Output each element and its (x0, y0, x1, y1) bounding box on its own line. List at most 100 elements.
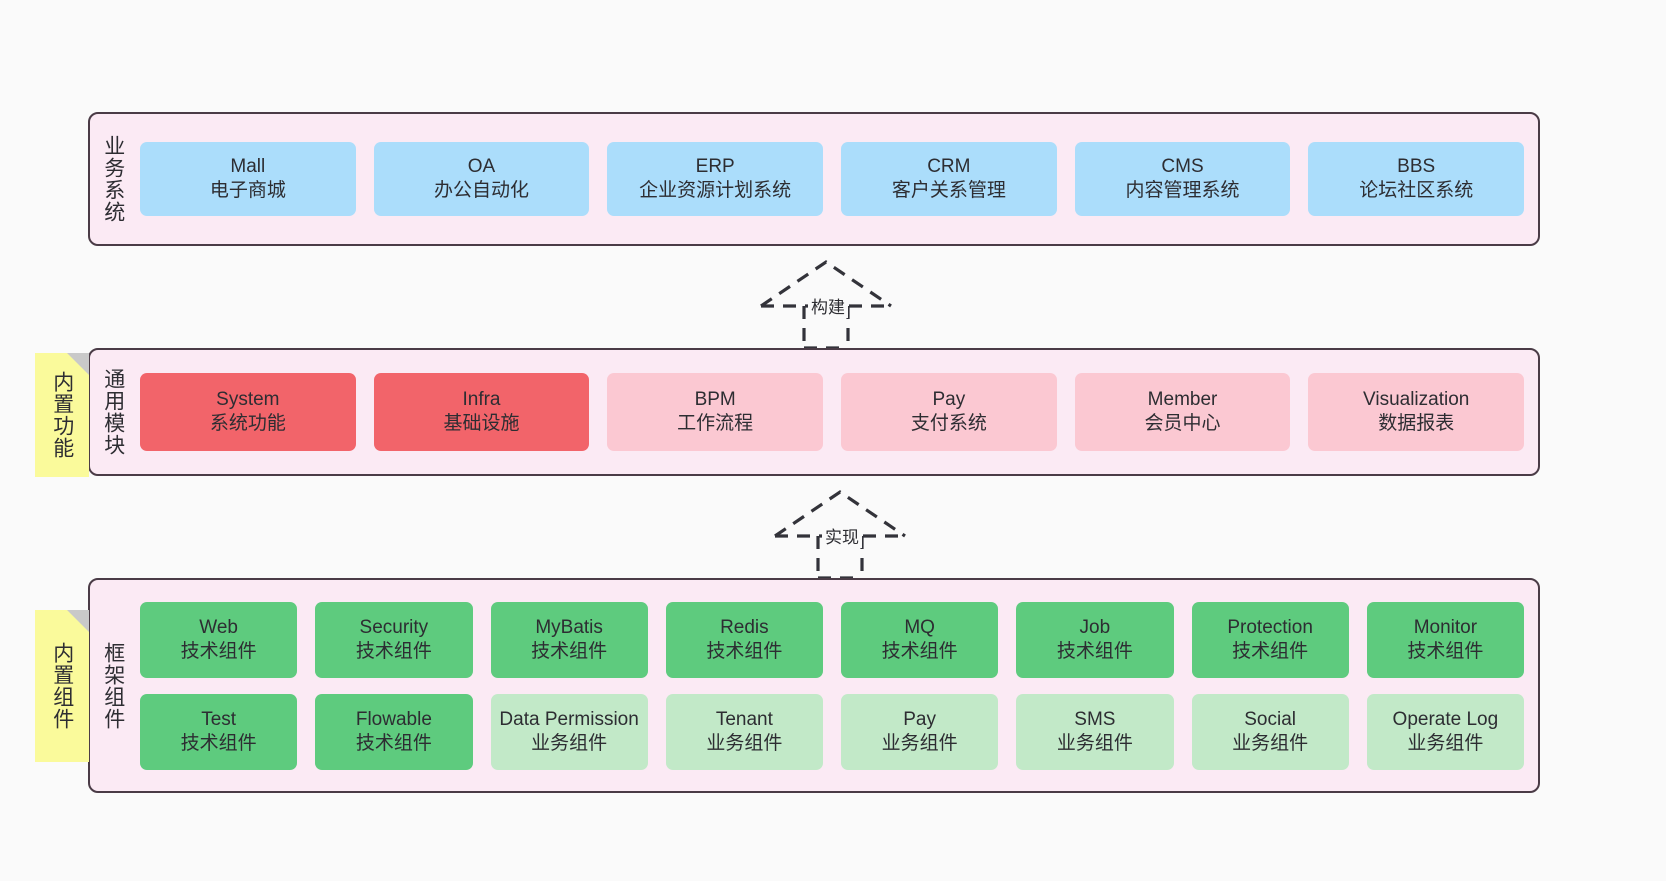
note-fold-corner-icon (67, 353, 89, 375)
section-body-common-modules: System 系统功能 Infra 基础设施 BPM 工作流程 Pay 支付系统… (136, 350, 1538, 474)
card-infra[interactable]: Infra 基础设施 (373, 373, 590, 451)
connector-build: 构建 (756, 258, 896, 350)
card-title: BPM (694, 389, 736, 411)
card-job[interactable]: Job 技术组件 (1016, 601, 1174, 678)
card-web[interactable]: Web 技术组件 (140, 601, 298, 678)
connector-implement-label: 实现 (822, 523, 862, 548)
section-common-modules: 通用模块 System 系统功能 Infra 基础设施 BPM 工作流程 Pay (88, 348, 1540, 476)
card-subtitle: 会员中心 (1144, 413, 1221, 434)
card-subtitle: 业务组件 (1232, 732, 1309, 754)
common-modules-row: System 系统功能 Infra 基础设施 BPM 工作流程 Pay 支付系统… (140, 373, 1525, 451)
card-subtitle: 工作流程 (677, 413, 754, 434)
card-title: Operate Log (1392, 708, 1499, 730)
card-title: Protection (1227, 616, 1313, 638)
note-builtin-features: 内置功能 (35, 353, 89, 477)
card-subtitle: 业务组件 (881, 732, 958, 754)
card-pay-module[interactable]: Pay 支付系统 (841, 373, 1057, 451)
card-title: CRM (927, 156, 971, 178)
card-pay-component[interactable]: Pay 业务组件 (841, 693, 999, 770)
section-label-framework-components: 框架组件 (101, 641, 125, 730)
section-framework-components: 框架组件 Web 技术组件 Security 技术组件 MyBatis 技术组件… (88, 578, 1540, 793)
card-subtitle: 数据报表 (1378, 413, 1455, 434)
card-title: Flowable (355, 708, 432, 730)
card-mybatis[interactable]: MyBatis 技术组件 (490, 601, 648, 678)
section-body-framework-components: Web 技术组件 Security 技术组件 MyBatis 技术组件 Redi… (136, 580, 1538, 791)
card-subtitle: 技术组件 (180, 732, 257, 754)
note-label: 内置组件 (50, 642, 74, 730)
card-subtitle: 支付系统 (910, 413, 987, 434)
section-body-business-systems: Mall 电子商城 OA 办公自动化 ERP 企业资源计划系统 CRM 客户关系… (136, 114, 1538, 244)
card-subtitle: 技术组件 (1407, 640, 1484, 662)
card-subtitle: 业务组件 (706, 732, 783, 754)
card-title: Member (1147, 389, 1218, 411)
card-title: Visualization (1363, 389, 1470, 411)
card-subtitle: 业务组件 (1407, 732, 1484, 754)
card-subtitle: 技术组件 (355, 640, 432, 662)
card-title: Mall (230, 156, 266, 178)
card-title: CMS (1161, 156, 1204, 178)
card-bpm[interactable]: BPM 工作流程 (607, 373, 824, 451)
card-subtitle: 业务组件 (1056, 732, 1133, 754)
card-title: Security (359, 616, 429, 638)
connector-implement: 实现 (770, 488, 910, 580)
business-systems-row: Mall 电子商城 OA 办公自动化 ERP 企业资源计划系统 CRM 客户关系… (140, 142, 1525, 216)
card-subtitle: 技术组件 (531, 640, 608, 662)
card-title: System (216, 389, 280, 411)
card-operate-log[interactable]: Operate Log 业务组件 (1366, 693, 1524, 770)
card-subtitle: 内容管理系统 (1125, 180, 1240, 201)
card-mall[interactable]: Mall 电子商城 (140, 142, 356, 216)
card-erp[interactable]: ERP 企业资源计划系统 (607, 142, 824, 216)
connector-build-label: 构建 (808, 293, 848, 318)
card-subtitle: 技术组件 (706, 640, 783, 662)
card-system[interactable]: System 系统功能 (140, 373, 356, 451)
card-subtitle: 企业资源计划系统 (639, 180, 792, 201)
card-sms[interactable]: SMS 业务组件 (1016, 693, 1174, 770)
card-title: Web (199, 616, 238, 638)
note-builtin-components: 内置组件 (35, 610, 89, 762)
card-subtitle: 技术组件 (1232, 640, 1309, 662)
card-flowable[interactable]: Flowable 技术组件 (315, 693, 473, 770)
section-label-business-systems: 业务系统 (101, 135, 125, 223)
card-mq[interactable]: MQ 技术组件 (841, 601, 999, 678)
card-member[interactable]: Member 会员中心 (1074, 373, 1291, 451)
note-fold-corner-icon (67, 610, 89, 632)
card-oa[interactable]: OA 办公自动化 (373, 142, 590, 216)
card-data-permission[interactable]: Data Permission 业务组件 (490, 693, 648, 770)
card-social[interactable]: Social 业务组件 (1191, 693, 1349, 770)
card-monitor[interactable]: Monitor 技术组件 (1366, 601, 1524, 678)
card-title: Tenant (715, 708, 773, 730)
card-subtitle: 业务组件 (531, 732, 608, 754)
card-protection[interactable]: Protection 技术组件 (1191, 601, 1349, 678)
card-crm[interactable]: CRM 客户关系管理 (841, 142, 1057, 216)
card-subtitle: 系统功能 (209, 413, 286, 434)
card-subtitle: 技术组件 (355, 732, 432, 754)
card-title: MyBatis (535, 616, 603, 638)
card-bbs[interactable]: BBS 论坛社区系统 (1308, 142, 1525, 216)
card-security[interactable]: Security 技术组件 (315, 601, 473, 678)
card-title: SMS (1074, 708, 1116, 730)
card-tenant[interactable]: Tenant 业务组件 (665, 693, 823, 770)
card-test[interactable]: Test 技术组件 (140, 693, 298, 770)
card-title: Redis (720, 616, 769, 638)
card-title: ERP (695, 156, 735, 178)
card-visualization[interactable]: Visualization 数据报表 (1308, 373, 1525, 451)
card-title: OA (467, 156, 496, 178)
card-redis[interactable]: Redis 技术组件 (665, 601, 823, 678)
card-title: Infra (462, 389, 501, 411)
card-subtitle: 电子商城 (209, 180, 286, 201)
card-subtitle: 办公自动化 (434, 180, 530, 201)
card-subtitle: 基础设施 (443, 413, 520, 434)
card-subtitle: 论坛社区系统 (1359, 180, 1474, 201)
section-business-systems: 业务系统 Mall 电子商城 OA 办公自动化 ERP 企业资源计划系统 CRM (88, 112, 1540, 246)
card-cms[interactable]: CMS 内容管理系统 (1074, 142, 1291, 216)
card-title: Social (1244, 708, 1296, 730)
card-title: MQ (904, 616, 935, 638)
card-title: Pay (932, 389, 966, 411)
card-subtitle: 技术组件 (881, 640, 958, 662)
card-subtitle: 技术组件 (180, 640, 257, 662)
card-title: Monitor (1413, 616, 1478, 638)
framework-row-technical: Web 技术组件 Security 技术组件 MyBatis 技术组件 Redi… (140, 601, 1524, 678)
card-title: Data Permission (499, 708, 639, 730)
card-title: Test (201, 708, 237, 730)
